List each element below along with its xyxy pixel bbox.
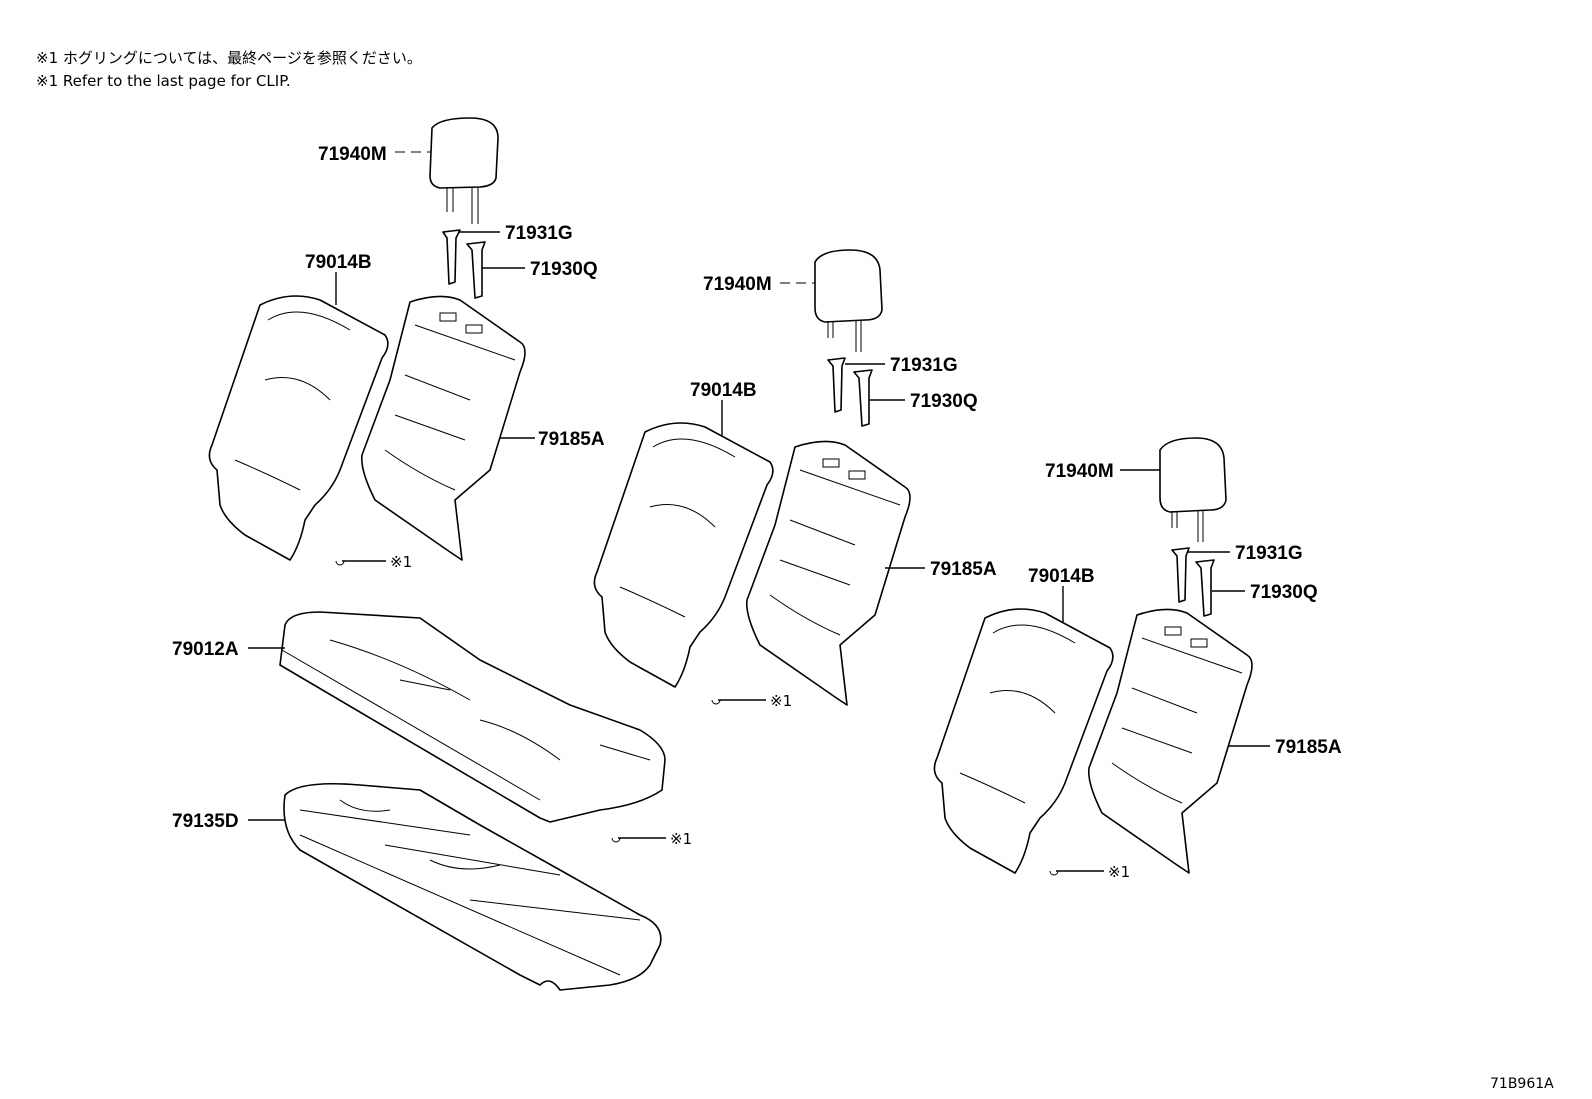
label-pad-3[interactable]: 79185A [1275,737,1342,758]
diagram-reference-code: 71B961A [1490,1076,1554,1092]
label-cover-2[interactable]: 79014B [690,380,757,401]
headrest-support-3 [1171,547,1215,617]
clip-callout-4: ※1 [1049,863,1130,881]
seat-cushion-pad [283,782,662,991]
clip-callout-1: ※1 [335,553,412,571]
clip-note-japanese: ※1 ホグリングについては、最終ページを参照ください。 [36,49,422,67]
part-labels: 71940M 71931G 71930Q 79014B 79185A 71940… [172,144,1342,832]
headrest-3 [1159,437,1227,542]
label-cushion-cover[interactable]: 79012A [172,639,239,660]
leader-lines [248,151,1270,821]
label-cushion-pad[interactable]: 79135D [172,811,239,832]
label-headrest-3[interactable]: 71940M [1045,461,1114,482]
label-cover-1[interactable]: 79014B [305,252,372,273]
label-cover-3[interactable]: 79014B [1028,566,1095,587]
label-support-lower-1[interactable]: 71930Q [530,259,598,280]
headrest-support-1 [442,229,486,299]
headrest-2 [814,249,883,352]
seatback-cover-3 [933,608,1114,874]
label-support-upper-3[interactable]: 71931G [1235,543,1303,564]
label-support-lower-2[interactable]: 71930Q [910,391,978,412]
label-support-upper-1[interactable]: 71931G [505,223,573,244]
clip-marker-4: ※1 [1108,863,1130,881]
label-pad-1[interactable]: 79185A [538,429,605,450]
headrest-support-2 [827,357,873,427]
seatback-cover-2 [593,422,774,688]
clip-marker-2: ※1 [770,692,792,710]
seatback-pad-3 [1087,608,1253,874]
seatback-assembly-middle [593,249,911,706]
label-headrest-2[interactable]: 71940M [703,274,772,295]
label-headrest-1[interactable]: 71940M [318,144,387,165]
seatback-pad-2 [745,440,911,706]
clip-marker-3: ※1 [670,830,692,848]
seat-cushion-cover [279,611,666,823]
clip-marker-1: ※1 [390,553,412,571]
seatback-cover-1 [208,295,389,561]
seatback-assembly-right [933,437,1253,874]
headrest-1 [429,117,499,224]
seatback-pad-1 [360,295,526,561]
label-support-upper-2[interactable]: 71931G [890,355,958,376]
clip-note-english: ※1 Refer to the last page for CLIP. [36,72,291,90]
label-support-lower-3[interactable]: 71930Q [1250,582,1318,603]
label-pad-2[interactable]: 79185A [930,559,997,580]
clip-callout-2: ※1 [711,692,792,710]
clip-callout-3: ※1 [611,830,692,848]
seatback-assembly-left [208,117,526,561]
